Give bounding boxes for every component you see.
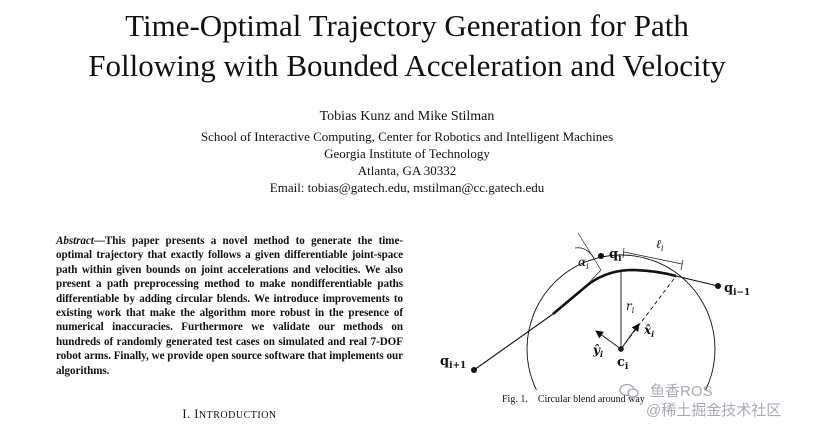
center-point [618, 346, 624, 352]
qi-plus-1-point [471, 367, 477, 373]
watermark-line-2: @稀土掘金技术社区 [646, 402, 782, 419]
abstract-label: Abstract [56, 235, 94, 247]
ri-label: ri [626, 299, 635, 315]
path-segment-next [675, 275, 719, 287]
li-dimension [623, 251, 683, 265]
li-label: ℓi [656, 237, 664, 253]
path-segment-prev-thin [473, 313, 554, 371]
y-hat-label: ŷi [592, 343, 603, 359]
author-email: Email: tobias@gatech.edu, mstilman@cc.ga… [269, 180, 545, 195]
figure-1: αi qi ℓi qi−1 ri x̂i ŷi ci qi+1 [418, 218, 810, 390]
caption-text: Circular blend around way [537, 394, 645, 405]
qi-minus-1-point [715, 283, 721, 289]
title-line-2: Following with Bounded Acceleration and … [88, 48, 726, 83]
y-hat-arrow [595, 330, 622, 350]
author-block: Tobias Kunz and Mike Stilman School of I… [0, 108, 814, 196]
qi-point [598, 253, 604, 259]
caption-label: Fig. 1. [502, 394, 528, 405]
abstract: Abstract—This paper presents a novel met… [56, 234, 403, 378]
affiliation-line-3: Atlanta, GA 30332 [357, 163, 457, 178]
qi-label: qi [609, 247, 622, 264]
x-hat-arrow [620, 323, 640, 350]
alpha-arc [574, 247, 595, 259]
alpha-ray [577, 232, 602, 271]
x-hat-label: x̂i [643, 323, 654, 339]
qi-minus-1-label: qi−1 [724, 281, 750, 298]
watermark: 鱼香ROS @稀土掘金技术社区 [640, 382, 781, 420]
section-title-rest: NTRODUCTION [198, 410, 277, 421]
paper-title: Time-Optimal Trajectory Generation for P… [0, 6, 814, 86]
affiliation-line-1: School of Interactive Computing, Center … [200, 129, 614, 144]
blend-arc [583, 268, 677, 289]
figure-caption: Fig. 1. Circular blend around way [502, 394, 645, 405]
affiliation-line-2: Georgia Institute of Technology [324, 146, 490, 161]
blend-circle [526, 254, 716, 390]
author-names: Tobias Kunz and Mike Stilman [319, 109, 495, 124]
abstract-text: —This paper presents a novel method to g… [56, 235, 403, 377]
title-line-1: Time-Optimal Trajectory Generation for P… [125, 8, 689, 43]
section-heading: I. INTRODUCTION [56, 407, 403, 422]
section-numeral: I. I [182, 407, 199, 421]
incoming-extension [583, 269, 602, 289]
li-tick-right [680, 259, 684, 271]
path-segment-thick [552, 287, 585, 315]
ci-label: ci [617, 355, 629, 372]
blend-diagram: αi qi ℓi qi−1 ri x̂i ŷi ci qi+1 [440, 232, 750, 390]
qi-plus-1-label: qi+1 [440, 354, 466, 371]
alpha-label: αi [578, 255, 589, 271]
watermark-line-1: 鱼香ROS [650, 383, 713, 400]
li-tick-left [622, 247, 625, 259]
chat-bubble-icon [619, 383, 639, 398]
